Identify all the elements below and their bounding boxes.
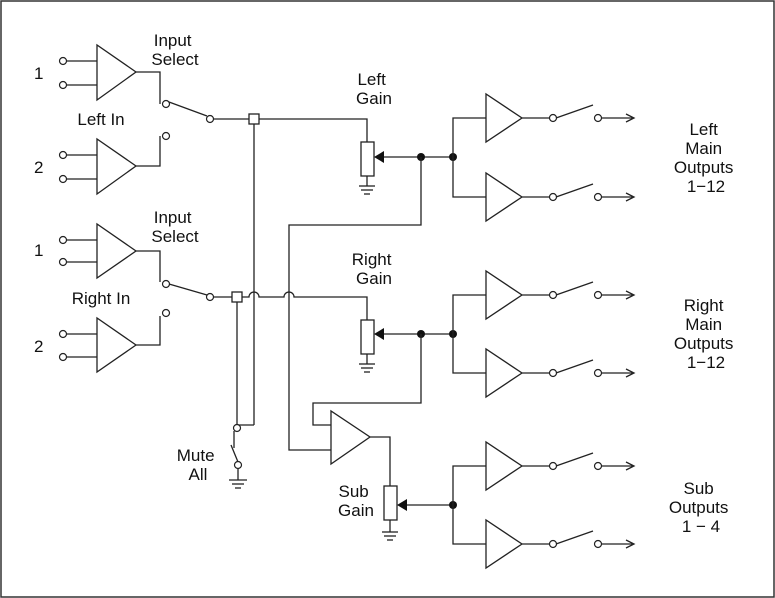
input-number-left-1: 1 (34, 64, 43, 83)
input-number-right-1: 1 (34, 241, 43, 260)
output-arrow-icon (625, 192, 636, 202)
right-gain-potentiometer (359, 319, 457, 373)
sub-gain-potentiometer (382, 485, 457, 541)
right-input-1-amplifier (58, 222, 171, 289)
right-output-terminal-1 (593, 290, 603, 300)
sub-outputs-label: Sub Outputs 1 − 4 (669, 479, 733, 536)
sub-output-amplifier-1 (485, 440, 524, 492)
left-output-terminal-1 (593, 113, 603, 123)
right-output-amplifier-1 (485, 269, 524, 321)
right-input-2-amplifier (58, 308, 171, 374)
right-input-select-label: Input Select (151, 208, 199, 246)
output-arrow-icon (625, 539, 636, 549)
mute-all-label: Mute All (177, 446, 220, 484)
sub-output-switch-contact-2 (548, 539, 558, 549)
output-arrow-icon (625, 290, 636, 300)
sub-gain-label: Sub Gain (338, 482, 374, 520)
sub-output-terminal-2 (593, 539, 603, 549)
left-gain-label: Left Gain (356, 70, 392, 108)
sub-output-amplifier-2 (485, 518, 524, 570)
right-input-select-switch (168, 283, 368, 320)
left-main-outputs-label: Left Main Outputs 1−12 (674, 120, 738, 196)
left-in-label: Left In (77, 110, 124, 129)
output-arrow-icon (625, 461, 636, 471)
left-gain-potentiometer (359, 141, 457, 195)
left-input-select-switch (168, 101, 368, 142)
right-output-switch-contact-2 (548, 368, 558, 378)
diagram-labels: 1 2 1 2 Input Select Left In Input Selec… (34, 31, 738, 536)
input-number-right-2: 2 (34, 337, 43, 356)
left-input-select-label: Input Select (151, 31, 199, 69)
right-output-switch-contact-1 (548, 290, 558, 300)
left-input-2-amplifier (58, 131, 171, 196)
mute-all-switch (229, 124, 255, 489)
left-output-amplifier-2 (485, 171, 524, 223)
right-in-label: Right In (72, 289, 131, 308)
left-output-terminal-2 (593, 192, 603, 202)
right-output-amplifier-2 (485, 347, 524, 399)
input-number-left-2: 2 (34, 158, 43, 177)
right-output-terminal-2 (593, 368, 603, 378)
output-arrow-icon (625, 368, 636, 378)
sub-summing-amplifier (288, 157, 422, 486)
sub-output-switch-contact-1 (548, 461, 558, 471)
output-amplifiers (452, 92, 636, 570)
left-input-1-amplifier (58, 43, 171, 109)
left-output-switch-contact-2 (548, 192, 558, 202)
left-output-switch-contact-1 (548, 113, 558, 123)
right-main-outputs-label: Right Main Outputs 1−12 (674, 296, 738, 372)
right-gain-label: Right Gain (352, 250, 396, 288)
sub-output-terminal-1 (593, 461, 603, 471)
output-arrow-icon (625, 113, 636, 123)
left-output-amplifier-1 (485, 92, 524, 144)
